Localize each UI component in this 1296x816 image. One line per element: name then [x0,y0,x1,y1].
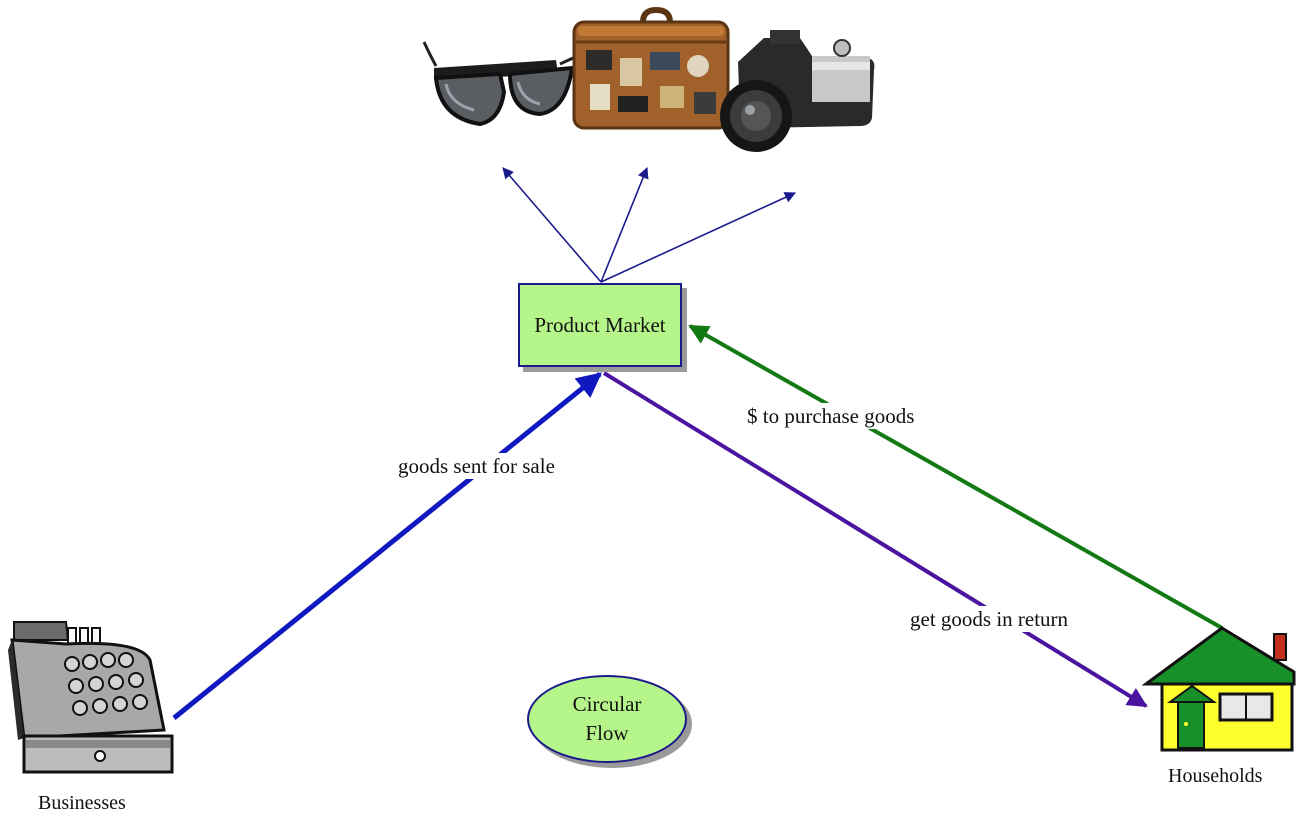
arrow-to-camera [600,192,797,283]
goods-sent-label: goods sent for sale [396,453,557,479]
goods-return-label: get goods in return [908,606,1071,632]
product-market-node: Product Market [518,283,682,367]
households-label: Households [1168,765,1263,787]
house-icon [1141,626,1296,752]
suitcase-icon [572,6,730,130]
goods-return-arrow [602,371,1148,708]
circular-flow-line-2: Flow [585,721,629,745]
circular-flow-line-1: Circular [572,692,642,716]
camera-icon [720,30,875,152]
arrow-to-sunglasses [502,167,602,283]
goods-sent-arrow [172,372,602,720]
arrow-to-suitcase [600,166,649,283]
cash-register-icon [8,621,174,774]
product-arrows [502,166,797,283]
circular-flow-node: Circular Flow [527,675,687,763]
money-purchase-label: $ to purchase goods [745,403,917,429]
money-purchase-arrow [688,324,1223,630]
businesses-label: Businesses [38,792,126,814]
product-market-label: Product Market [534,312,666,337]
